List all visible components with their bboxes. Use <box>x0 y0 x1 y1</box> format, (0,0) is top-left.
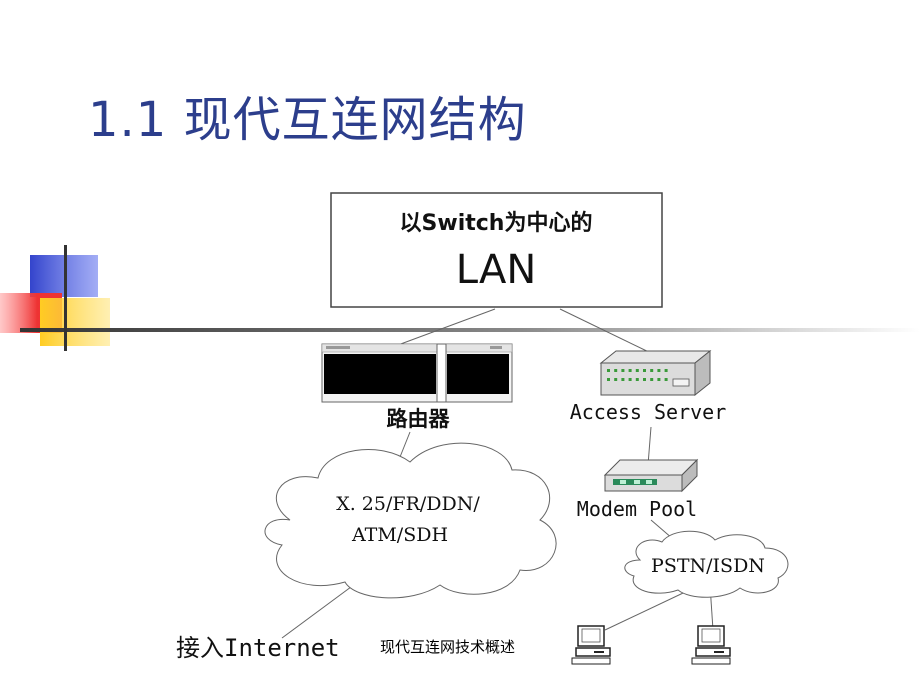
deco-rule-line <box>20 328 920 332</box>
status-led <box>657 378 661 381</box>
pstn-cloud <box>624 530 789 598</box>
lan-box <box>330 192 663 308</box>
status-led <box>607 369 610 372</box>
computer-icon <box>691 625 731 665</box>
computer-icon <box>571 625 611 665</box>
router-icon <box>321 343 513 403</box>
lan-box-line2: LAN <box>456 247 537 293</box>
corner-decoration <box>0 245 920 351</box>
router-label: 路由器 <box>387 407 451 431</box>
pstn-cloud-label: PSTN/ISDN <box>651 555 765 577</box>
wan-cloud <box>264 442 557 599</box>
access-server-label: Access Server <box>570 400 727 424</box>
status-led <box>621 378 625 381</box>
status-led <box>621 369 625 372</box>
access-server-icon <box>599 349 712 397</box>
status-led <box>635 369 639 372</box>
status-led <box>614 369 618 372</box>
status-led <box>643 378 646 381</box>
status-led <box>635 378 639 381</box>
modem-pool-label: Modem Pool <box>577 497 697 521</box>
status-led <box>664 369 668 372</box>
status-led <box>650 369 654 372</box>
lan-box-line1: 以Switch为中心的 <box>400 210 593 236</box>
status-led <box>657 369 661 372</box>
internet-access-label: 接入Internet <box>176 634 340 662</box>
status-led <box>643 369 646 372</box>
status-led <box>628 378 632 381</box>
slide-footer: 现代互连网技术概述 <box>380 638 516 656</box>
modem-pool-icon <box>603 458 699 493</box>
slide-title: 1.1 现代互连网结构 <box>88 92 527 148</box>
deco-vertical-line <box>64 245 67 351</box>
deco-yellow-square <box>40 298 110 346</box>
wan-cloud-line2: ATM/SDH <box>351 524 448 546</box>
status-led <box>628 369 632 372</box>
wan-cloud-line1: X. 25/FR/DDN/ <box>336 493 480 515</box>
status-led <box>607 378 610 381</box>
status-led <box>614 378 618 381</box>
status-led <box>664 378 668 381</box>
status-led <box>650 378 654 381</box>
